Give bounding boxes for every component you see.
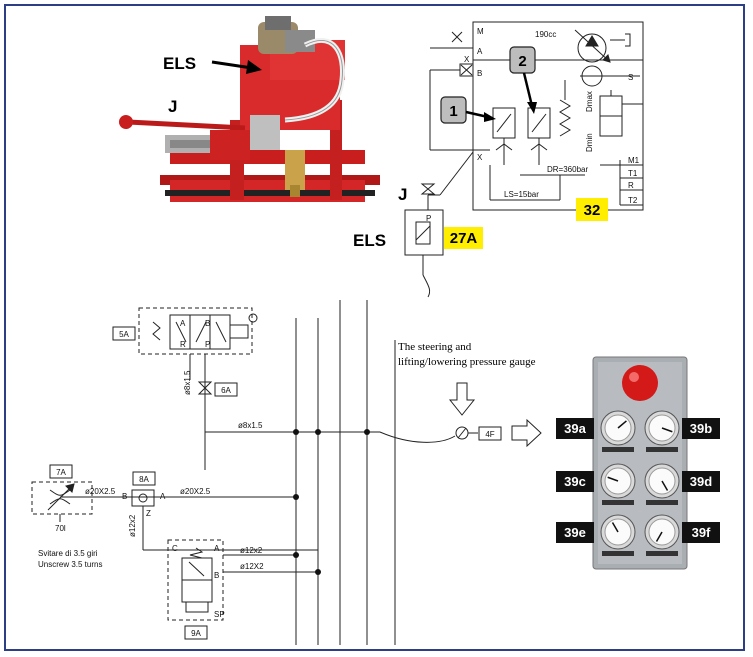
valve5-port-a: A <box>180 319 186 328</box>
port-t2: T2 <box>628 196 638 205</box>
gauge-label-39c: 39c <box>564 474 586 489</box>
shuttle-port-a: A <box>160 492 166 501</box>
port-b: B <box>477 69 482 78</box>
port-p: P <box>426 214 431 223</box>
schematic-label-j: J <box>398 185 407 204</box>
junctions <box>293 429 370 575</box>
valve5-port-b: B <box>205 319 210 328</box>
photo-label-j: J <box>168 97 177 116</box>
port-r: R <box>628 181 634 190</box>
valve9-port-a: A <box>214 544 220 553</box>
badge-32: 32 <box>584 202 601 219</box>
gauge-label-39e: 39e <box>564 525 586 540</box>
note-english: Unscrew 3.5 turns <box>38 560 102 569</box>
port-x-lower: X <box>477 153 483 162</box>
port-70l: 70l <box>55 524 66 533</box>
box-7a: 7A <box>56 468 66 477</box>
port-m1: M1 <box>628 156 640 165</box>
pipe-12x2-vertical: ø12x2 <box>128 514 137 537</box>
box-5a: 5A <box>119 330 129 339</box>
pipe-20x25-right: ø20X2.5 <box>180 487 211 496</box>
valve9-port-sp: SP <box>214 610 225 619</box>
box-8a: 8A <box>139 475 149 484</box>
port-x: X <box>464 55 470 64</box>
badge-27a: 27A <box>450 230 478 247</box>
gauge-label-39b: 39b <box>690 421 712 436</box>
gauge-caption-line1: The steering and <box>398 341 472 353</box>
gauge-labels: 39a 39b 39c 39d 39e 39f <box>556 418 720 543</box>
pressure-gauge-icon <box>644 514 680 556</box>
shuttle-port-z: Z <box>146 509 151 518</box>
pipe-12x2-upper: ø12x2 <box>240 546 263 555</box>
port-s: S <box>628 73 633 82</box>
pipe-12x2-lower: ø12X2 <box>240 562 264 571</box>
pump-displacement: 190cc <box>535 30 556 39</box>
note-italian: Svitare di 3.5 giri <box>38 549 98 558</box>
box-6a: 6A <box>221 386 231 395</box>
pressure-gauge-icon <box>600 410 636 452</box>
box-4f: 4F <box>485 430 494 439</box>
circuit-schematic <box>31 300 542 645</box>
photo-label-els: ELS <box>163 54 196 73</box>
gauge-label-39f: 39f <box>692 525 711 540</box>
pressure-gauge-icon <box>600 514 636 556</box>
port-a: A <box>477 47 483 56</box>
gauge-caption-line2: lifting/lowering pressure gauge <box>398 356 536 368</box>
machine-photo: ELS J <box>20 10 385 220</box>
gauge-panel <box>592 356 688 570</box>
shuttle-port-b: B <box>122 492 127 501</box>
label-dr: DR=360bar <box>547 165 588 174</box>
gauge-label-39d: 39d <box>690 474 712 489</box>
pipe-8x15-horizontal: ø8x1.5 <box>238 421 263 430</box>
pipe-20x25-left: ø20X2.5 <box>85 487 116 496</box>
valve5-port-p: P <box>205 340 210 349</box>
box-9a: 9A <box>191 629 201 638</box>
warning-lamp-icon <box>622 365 658 401</box>
valve9-port-c: C <box>172 544 178 553</box>
outer-frame <box>4 4 745 651</box>
pipe-8x15-vertical: ø8x1.5 <box>183 370 192 395</box>
label-ls: LS=15bar <box>504 190 539 199</box>
circuit-labels: 5A A B R P 6A ø8x1.5 ø8x1.5 The steering… <box>38 319 536 640</box>
gauge-label-39a: 39a <box>564 421 586 436</box>
callout-valve-1: 1 <box>449 103 457 120</box>
port-m: M <box>477 27 484 36</box>
pressure-gauge-icon <box>644 410 680 452</box>
valve9-port-b: B <box>214 571 219 580</box>
port-t1: T1 <box>628 169 638 178</box>
hydraulic-top-labels: M A B X X 190cc S Dmax Dmin DR=360bar LS… <box>353 27 640 250</box>
label-dmin: Dmin <box>585 133 594 152</box>
pressure-gauge-icon <box>644 463 680 505</box>
valve5-port-r: R <box>180 340 186 349</box>
pressure-gauge-icon <box>600 463 636 505</box>
callout-valve-2: 2 <box>518 53 526 70</box>
label-dmax: Dmax <box>585 91 594 112</box>
hydraulic-schematic-top <box>404 21 644 298</box>
schematic-label-els: ELS <box>353 231 386 250</box>
